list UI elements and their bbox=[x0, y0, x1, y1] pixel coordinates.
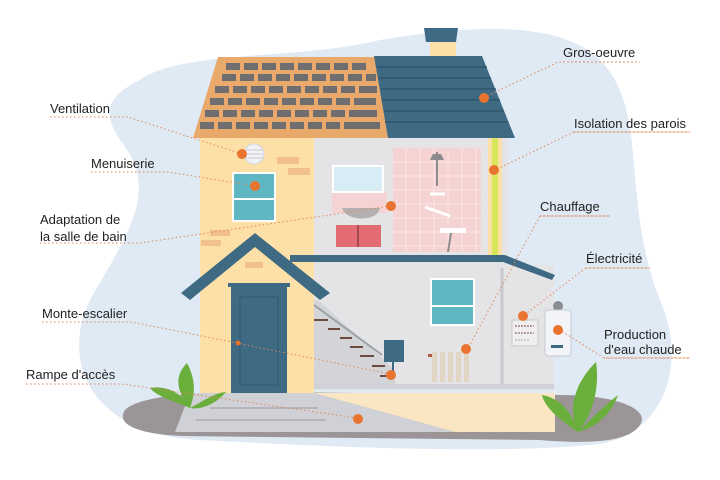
marker-salle-de-bain[interactable] bbox=[386, 201, 396, 211]
marker-eau-chaude[interactable] bbox=[553, 325, 563, 335]
marker-ventilation[interactable] bbox=[237, 149, 247, 159]
label-adaptation-salle-de-bain: Adaptation de la salle de bain bbox=[40, 212, 127, 244]
marker-electricite[interactable] bbox=[518, 311, 528, 321]
hotspot-markers bbox=[235, 93, 563, 424]
front-door bbox=[228, 283, 290, 394]
marker-isolation[interactable] bbox=[489, 165, 499, 175]
label-electricite: Électricité bbox=[586, 251, 643, 266]
leader-lines bbox=[26, 61, 690, 419]
lower-roof bbox=[290, 255, 555, 280]
marker-rampe[interactable] bbox=[353, 414, 363, 424]
bathroom bbox=[332, 148, 481, 253]
plant-right bbox=[542, 362, 618, 432]
radiator bbox=[428, 352, 469, 382]
label-menuiserie: Menuiserie bbox=[91, 156, 155, 171]
roof-tile-grid bbox=[200, 63, 380, 129]
marker-monte-escalier[interactable] bbox=[386, 370, 396, 380]
label-chauffage: Chauffage bbox=[540, 199, 600, 214]
label-isolation-parois: Isolation des parois bbox=[574, 116, 687, 131]
label-rampe-acces: Rampe d'accès bbox=[26, 367, 116, 382]
label-production-eau-chaude: Production d'eau chaude bbox=[604, 327, 682, 357]
plant-left bbox=[150, 363, 226, 409]
marker-menuiserie[interactable] bbox=[250, 181, 260, 191]
porch-roof bbox=[181, 233, 330, 300]
label-line: la salle de bain bbox=[40, 229, 127, 244]
roof-slate bbox=[374, 56, 515, 138]
label-line: d'eau chaude bbox=[604, 342, 682, 357]
label-monte-escalier: Monte-escalier bbox=[42, 306, 128, 321]
chimney bbox=[424, 28, 458, 58]
label-line: Production bbox=[604, 327, 667, 342]
label-line: Adaptation de bbox=[40, 212, 121, 227]
marker-door bbox=[235, 340, 241, 346]
marker-gros-oeuvre[interactable] bbox=[479, 93, 489, 103]
electrical-panel bbox=[511, 319, 539, 347]
marker-chauffage[interactable] bbox=[461, 344, 471, 354]
label-ventilation: Ventilation bbox=[50, 101, 110, 116]
label-gros-oeuvre: Gros-oeuvre bbox=[563, 45, 636, 60]
access-ramp bbox=[175, 393, 455, 432]
